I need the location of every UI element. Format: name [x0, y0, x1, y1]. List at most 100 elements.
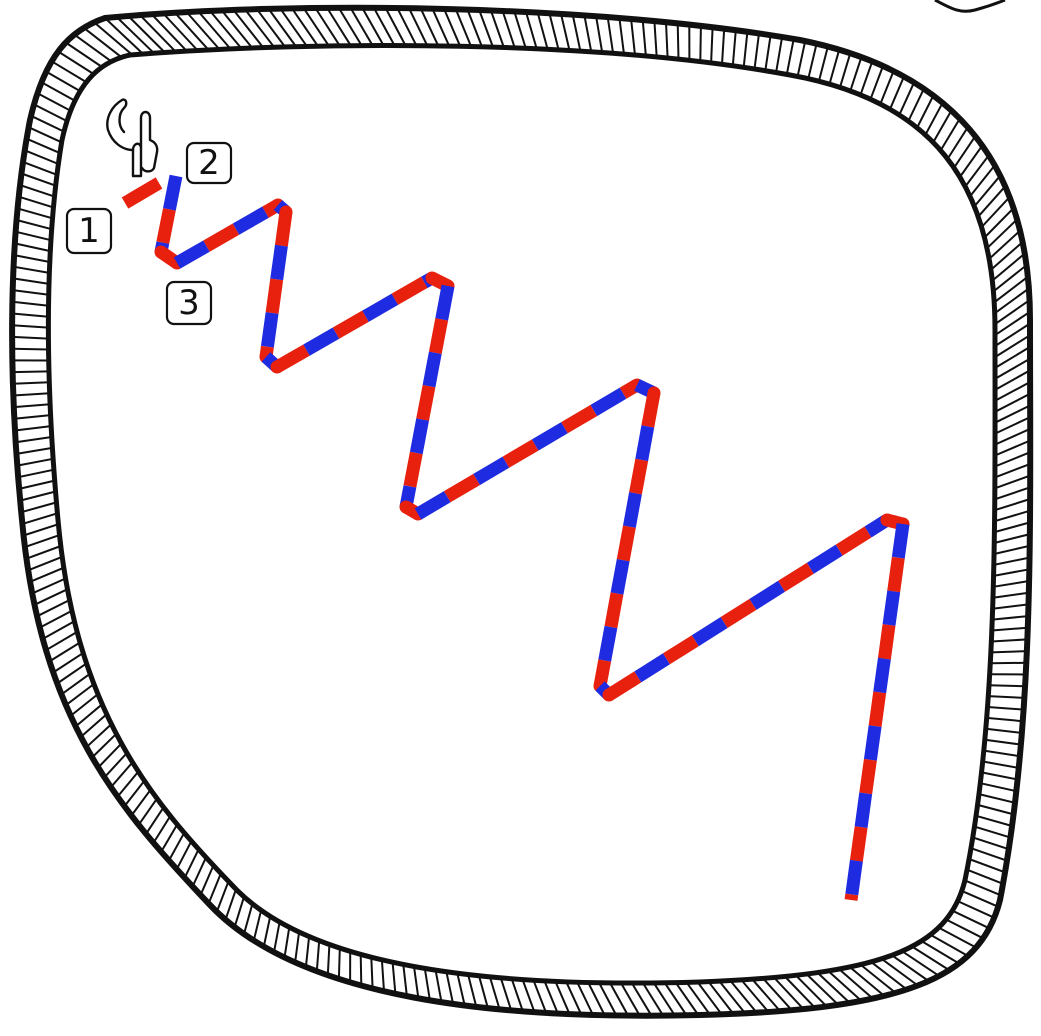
hatch-stroke	[908, 89, 924, 121]
step-label-3: 3	[167, 282, 211, 324]
hatch-stroke	[719, 981, 745, 1013]
hatch-stroke	[22, 513, 57, 524]
hatch-stroke	[17, 459, 53, 466]
hatch-stroke	[987, 219, 1017, 248]
hatch-stroke	[479, 976, 488, 1008]
hatch-stroke	[13, 278, 49, 284]
hatch-stroke	[828, 971, 861, 1001]
hatch-stroke	[982, 772, 1018, 779]
hatch-stroke	[871, 66, 884, 99]
hatch-stroke	[807, 974, 839, 1005]
path-dash	[506, 445, 535, 462]
hatch-stroke	[861, 965, 896, 993]
hatch-stroke	[397, 8, 416, 46]
path-dash	[277, 246, 282, 280]
path-dash	[277, 350, 307, 367]
hatch-stroke	[13, 290, 49, 295]
path-dash	[695, 623, 724, 641]
hatch-stroke	[20, 185, 55, 197]
path-dash	[416, 420, 422, 453]
hatch-stroke	[709, 982, 734, 1014]
path-dash	[861, 793, 866, 827]
path-dash	[898, 524, 903, 558]
hatch-stroke	[994, 534, 1030, 543]
hatch-stroke	[632, 983, 652, 1016]
hatch-stroke	[544, 981, 558, 1014]
path-dash	[880, 659, 885, 693]
path-dash	[594, 393, 623, 410]
path-dash	[810, 550, 839, 568]
hatch-stroke	[18, 208, 53, 218]
hatch-stroke	[304, 8, 329, 46]
path-dash	[870, 726, 875, 760]
hatch-stroke	[15, 426, 51, 430]
hatch-stroke	[985, 208, 1014, 237]
hatch-stroke	[264, 916, 270, 946]
hatch-stroke	[501, 978, 511, 1011]
hatch-stroke	[621, 983, 640, 1016]
path-dash	[366, 299, 395, 316]
path-dash	[875, 692, 880, 726]
hatch-stroke	[403, 965, 407, 997]
hatch-stroke	[12, 302, 48, 306]
path-dash	[611, 594, 617, 628]
hatch-stroke	[967, 870, 1003, 884]
path-dash	[642, 426, 648, 460]
hatch-stroke	[678, 23, 679, 59]
hatch-stroke	[988, 707, 1024, 710]
hatch-stroke	[193, 857, 206, 886]
hatch-stroke	[994, 569, 1030, 576]
hatch-stroke	[787, 39, 794, 75]
hatch-stroke	[990, 663, 1026, 664]
hatch-stroke	[12, 349, 48, 350]
path-dash	[336, 316, 366, 333]
hatch-stroke	[235, 897, 244, 927]
hatch-stroke	[292, 8, 318, 46]
path-dash	[418, 497, 447, 514]
hatch-stroke	[991, 242, 1023, 270]
hatch-stroke	[850, 967, 885, 996]
hatch-stroke	[549, 13, 558, 50]
hatch-stroke	[32, 579, 65, 594]
hatch-stroke	[995, 464, 1030, 478]
hatch-stroke	[988, 696, 1024, 698]
hatch-stroke	[986, 729, 1022, 733]
hatch-stroke	[892, 955, 929, 981]
hatch-stroke	[29, 127, 62, 142]
hatch-stroke	[386, 8, 406, 46]
hatch-stroke	[23, 162, 57, 175]
path-segment-start	[125, 183, 159, 203]
path-dash	[617, 560, 623, 593]
path-dash	[477, 462, 506, 479]
hatch-stroke	[25, 535, 60, 547]
path-dash	[605, 627, 611, 660]
hatch-stroke	[382, 960, 384, 992]
hatch-stroke	[13, 382, 49, 384]
hatch-stroke	[13, 393, 49, 395]
hatch-stroke	[619, 18, 624, 54]
hatch-stroke	[899, 82, 914, 115]
hatch-stroke	[14, 255, 50, 262]
hatch-stroke	[995, 452, 1030, 466]
hatch-stroke	[687, 982, 710, 1014]
step-label-2: 2	[187, 143, 231, 183]
hatch-stroke	[526, 12, 537, 49]
hatch-stroke	[995, 312, 1030, 335]
hatch-stroke	[306, 937, 309, 968]
hatch-stroke	[840, 53, 850, 87]
hatch-stroke	[666, 22, 668, 58]
hatch-stroke	[14, 267, 50, 273]
hatch-stroke	[24, 524, 59, 535]
hatch-stroke	[994, 558, 1030, 565]
svg-text:3: 3	[178, 283, 200, 323]
hatch-stroke	[393, 962, 396, 994]
path-dash	[629, 493, 635, 526]
hatch-stroke	[954, 136, 975, 168]
hatch-stroke	[976, 816, 1012, 826]
path-dash	[435, 319, 441, 352]
hatch-stroke	[993, 604, 1029, 608]
hatch-stroke	[995, 370, 1030, 390]
hatch-stroke	[351, 8, 373, 46]
path-dash	[447, 480, 476, 497]
